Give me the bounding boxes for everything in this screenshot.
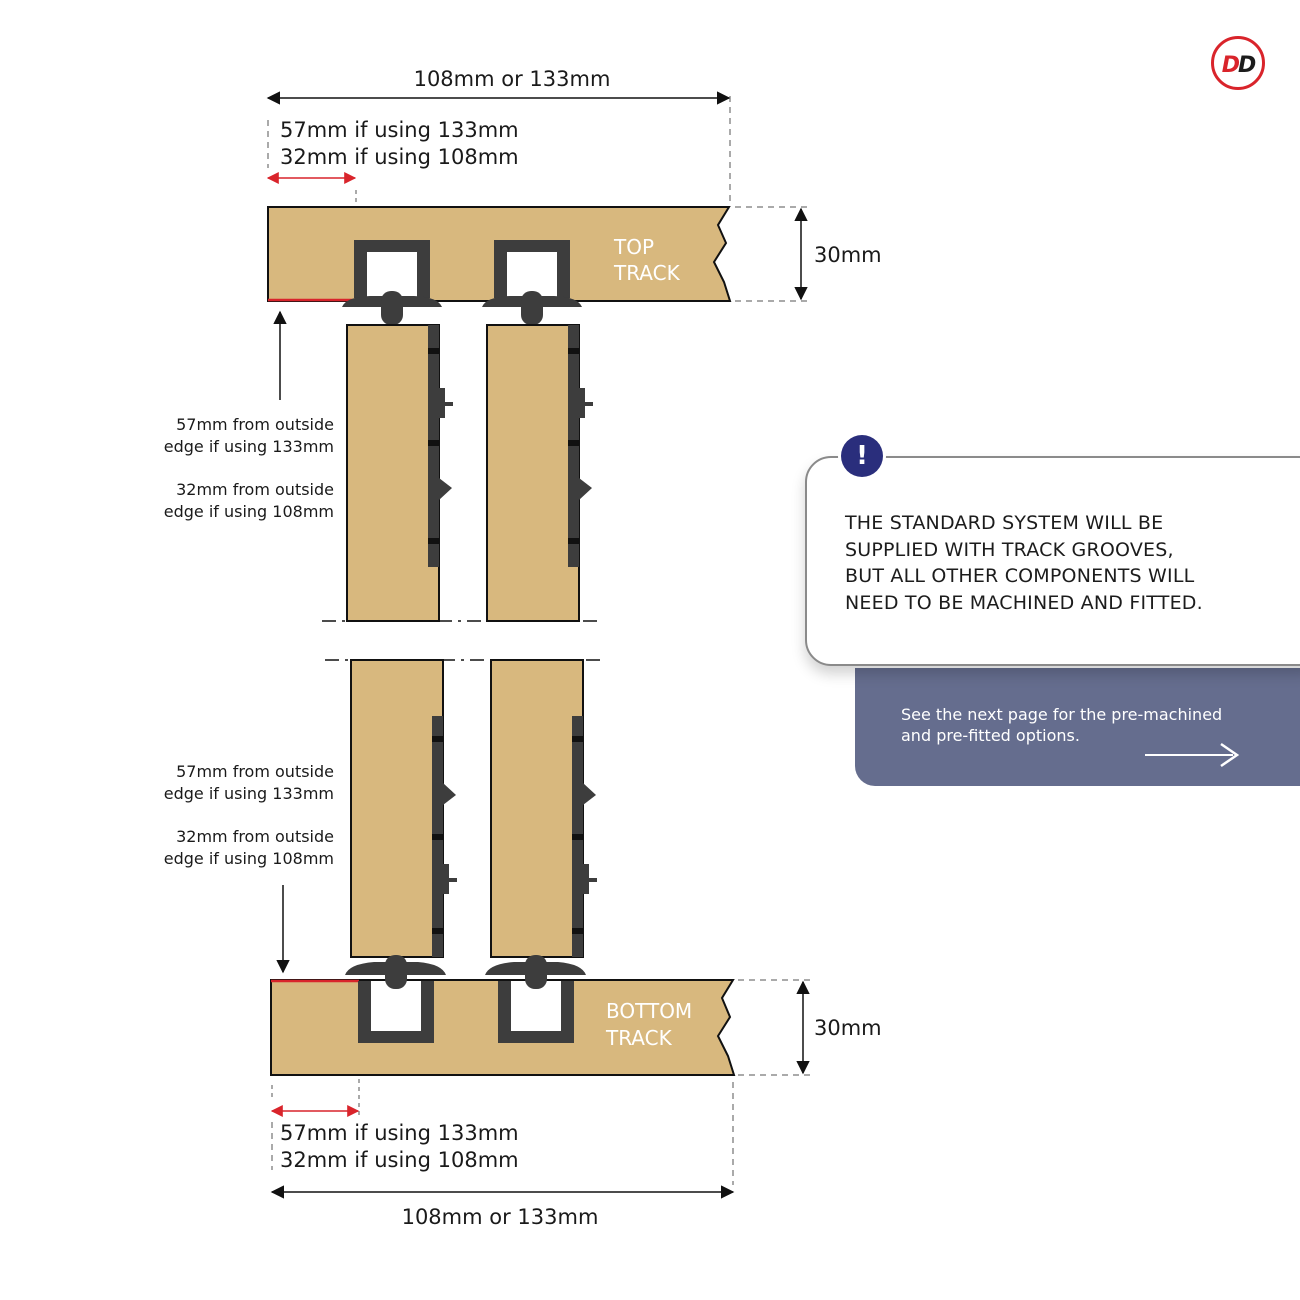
dd-logo: DD: [1211, 36, 1265, 90]
callout-line-4: NEED TO BE MACHINED AND FITTED.: [845, 591, 1203, 614]
lower-note-b2: edge if using 108mm: [164, 849, 334, 868]
top-thickness-dimension: 30mm: [735, 206, 882, 302]
bottom-offset-line2: 32mm if using 108mm: [280, 1148, 519, 1172]
exclamation-icon: !: [841, 435, 883, 477]
info-callout: THE STANDARD SYSTEM WILL BE SUPPLIED WIT…: [805, 456, 1300, 666]
next-page-box: See the next page for the pre-machined a…: [855, 668, 1300, 786]
bottom-track-label-1: BOTTOM: [606, 999, 692, 1023]
door-panel-left-upper: [346, 324, 453, 622]
lower-note-a2: edge if using 133mm: [164, 784, 334, 803]
bottom-offset-dimension: 57mm if using 133mm 32mm if using 108mm: [270, 1079, 519, 1172]
upper-note-b2: edge if using 108mm: [164, 502, 334, 521]
lower-note-b1: 32mm from outside: [176, 827, 334, 846]
callout-line-2: SUPPLIED WITH TRACK GROOVES,: [845, 538, 1174, 561]
dd-logo-mark: DD: [1222, 53, 1258, 78]
svg-text:DD: DD: [1222, 53, 1256, 78]
bottom-width-dimension: 108mm or 133mm: [270, 1082, 735, 1229]
top-width-label: 108mm or 133mm: [414, 67, 611, 91]
top-track-channel-1: [342, 240, 442, 325]
top-track-channel-2: [482, 240, 582, 325]
top-offset-line2: 32mm if using 108mm: [280, 145, 519, 169]
callout-text: THE STANDARD SYSTEM WILL BE SUPPLIED WIT…: [845, 510, 1285, 616]
next-page-text: See the next page for the pre-machined a…: [901, 704, 1291, 746]
top-offset-line1: 57mm if using 133mm: [280, 118, 519, 142]
right-arrow-icon[interactable]: [1143, 740, 1243, 770]
bottom-track-channel-1: [345, 955, 446, 1043]
top-track-label-1: TOP: [613, 235, 654, 259]
callout-line-1: THE STANDARD SYSTEM WILL BE: [845, 512, 1164, 534]
bottom-width-label: 108mm or 133mm: [402, 1205, 599, 1229]
top-track-label-2: TRACK: [613, 261, 681, 285]
next-page-line1: See the next page for the pre-machined: [901, 705, 1223, 724]
door-panel-right-upper: [486, 324, 593, 622]
door-panel-left-lower: [350, 659, 457, 958]
bottom-thickness-dimension: 30mm: [738, 979, 882, 1076]
bottom-track: BOTTOM TRACK: [270, 955, 736, 1076]
upper-note-a1: 57mm from outside: [176, 415, 334, 434]
lower-note-a1: 57mm from outside: [176, 762, 334, 781]
upper-note-b1: 32mm from outside: [176, 480, 334, 499]
bottom-offset-line1: 57mm if using 133mm: [280, 1121, 519, 1145]
top-offset-dimension: 57mm if using 133mm 32mm if using 108mm: [266, 118, 519, 206]
next-page-line2: and pre-fitted options.: [901, 726, 1080, 745]
callout-line-3: BUT ALL OTHER COMPONENTS WILL: [845, 565, 1195, 587]
bottom-track-label-2: TRACK: [605, 1026, 673, 1050]
bottom-thickness-label: 30mm: [814, 1016, 882, 1040]
top-width-dimension: 108mm or 133mm: [266, 67, 731, 206]
upper-position-note: 57mm from outside edge if using 133mm 32…: [164, 310, 334, 521]
bottom-track-channel-2: [485, 955, 586, 1043]
top-track: TOP TRACK: [267, 206, 732, 325]
top-thickness-label: 30mm: [814, 243, 882, 267]
upper-note-a2: edge if using 133mm: [164, 437, 334, 456]
lower-position-note: 57mm from outside edge if using 133mm 32…: [164, 762, 334, 974]
door-panel-right-lower: [490, 659, 597, 958]
